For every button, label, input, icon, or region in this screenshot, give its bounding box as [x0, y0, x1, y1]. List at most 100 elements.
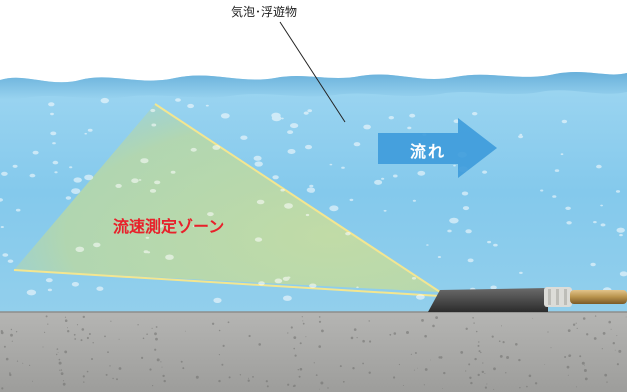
bubble [290, 123, 299, 129]
concrete-speck [482, 362, 484, 364]
bubble [280, 188, 285, 192]
concrete-speck [252, 376, 254, 378]
bubble [96, 286, 104, 291]
concrete-speck [22, 362, 24, 364]
concrete-speck [501, 325, 502, 327]
concrete-speck [57, 352, 59, 353]
concrete-speck [493, 367, 496, 371]
concrete-speck [342, 380, 345, 383]
bubbles-leader-line [279, 21, 346, 123]
concrete-speck [567, 374, 569, 376]
bubble [329, 163, 333, 166]
bubbles-label: 気泡･浮遊物 [231, 5, 298, 19]
concrete-speck [602, 332, 606, 335]
concrete-speck [544, 364, 546, 365]
concrete-speck [228, 376, 231, 379]
concrete-speck [475, 330, 478, 333]
concrete-speck [292, 385, 295, 388]
concrete-speck [369, 340, 372, 343]
concrete-speck [248, 377, 249, 379]
concrete-speck [76, 324, 79, 326]
bubble [388, 116, 394, 120]
bubble [1, 171, 8, 176]
bubble [566, 221, 572, 225]
bubble [374, 179, 383, 185]
concrete-speck [154, 348, 157, 351]
bubble [540, 189, 544, 192]
bubble [52, 142, 56, 145]
bubble [308, 188, 315, 193]
bubble [73, 177, 82, 183]
concrete-speck [402, 385, 404, 386]
bubble [100, 97, 110, 104]
concrete-speck [601, 348, 603, 350]
concrete-speck [625, 316, 627, 318]
concrete-speck [184, 330, 186, 332]
concrete-speck [154, 332, 157, 336]
concrete-speck [32, 380, 34, 382]
bubble [45, 278, 53, 283]
bubble [453, 119, 460, 123]
concrete-speck [550, 347, 552, 349]
concrete-speck [58, 361, 62, 365]
bubble [240, 135, 248, 140]
bubble [32, 150, 39, 155]
concrete-speck [73, 333, 76, 336]
concrete-speck [424, 368, 428, 371]
bubble [600, 223, 606, 227]
concrete-speck [195, 375, 199, 379]
bubble [213, 297, 222, 303]
concrete-speck [350, 336, 354, 340]
concrete-speck [413, 369, 415, 371]
concrete-speck [9, 372, 11, 374]
flow-arrow [378, 118, 497, 178]
concrete-speck [16, 360, 19, 362]
bubble [619, 234, 623, 237]
bubble [303, 111, 309, 115]
concrete-speck [566, 365, 570, 369]
bubble [393, 174, 398, 178]
concrete-speck [287, 383, 290, 386]
bubble [461, 191, 469, 196]
concrete-speck [56, 353, 58, 356]
concrete-speck [362, 362, 364, 365]
concrete-speck [318, 345, 322, 348]
concrete-speck [107, 351, 109, 354]
concrete-speck [239, 374, 242, 376]
bubble [554, 169, 560, 172]
sensor-body [428, 288, 548, 312]
concrete-speck [432, 324, 435, 328]
concrete-speck [58, 358, 61, 361]
bubble [493, 243, 498, 247]
concrete-speck [442, 388, 443, 389]
concrete-speck [149, 368, 152, 371]
bubble [87, 128, 93, 132]
concrete-speck [473, 322, 475, 324]
concrete-speck [581, 361, 585, 365]
bubble [283, 295, 292, 301]
concrete-speck [10, 328, 13, 331]
concrete-speck [606, 381, 608, 383]
concrete-speck [10, 333, 13, 337]
bubble [560, 153, 564, 156]
concrete-speck [151, 327, 153, 329]
concrete-speck [112, 377, 114, 380]
concrete-speck [222, 344, 225, 347]
bubble [349, 198, 354, 202]
concrete-speck [137, 324, 139, 326]
bubble [281, 117, 284, 120]
bubble [207, 212, 214, 217]
concrete-speck [302, 320, 304, 322]
concrete-speck [612, 342, 615, 345]
bubble [305, 213, 310, 217]
bubble [26, 289, 37, 296]
concrete-speck [221, 363, 224, 366]
concrete-speck [608, 320, 611, 324]
concrete-speck [616, 335, 618, 337]
bubble [615, 190, 621, 193]
bubble [253, 155, 262, 161]
concrete-speck [352, 367, 355, 370]
concrete-speck [109, 365, 111, 367]
